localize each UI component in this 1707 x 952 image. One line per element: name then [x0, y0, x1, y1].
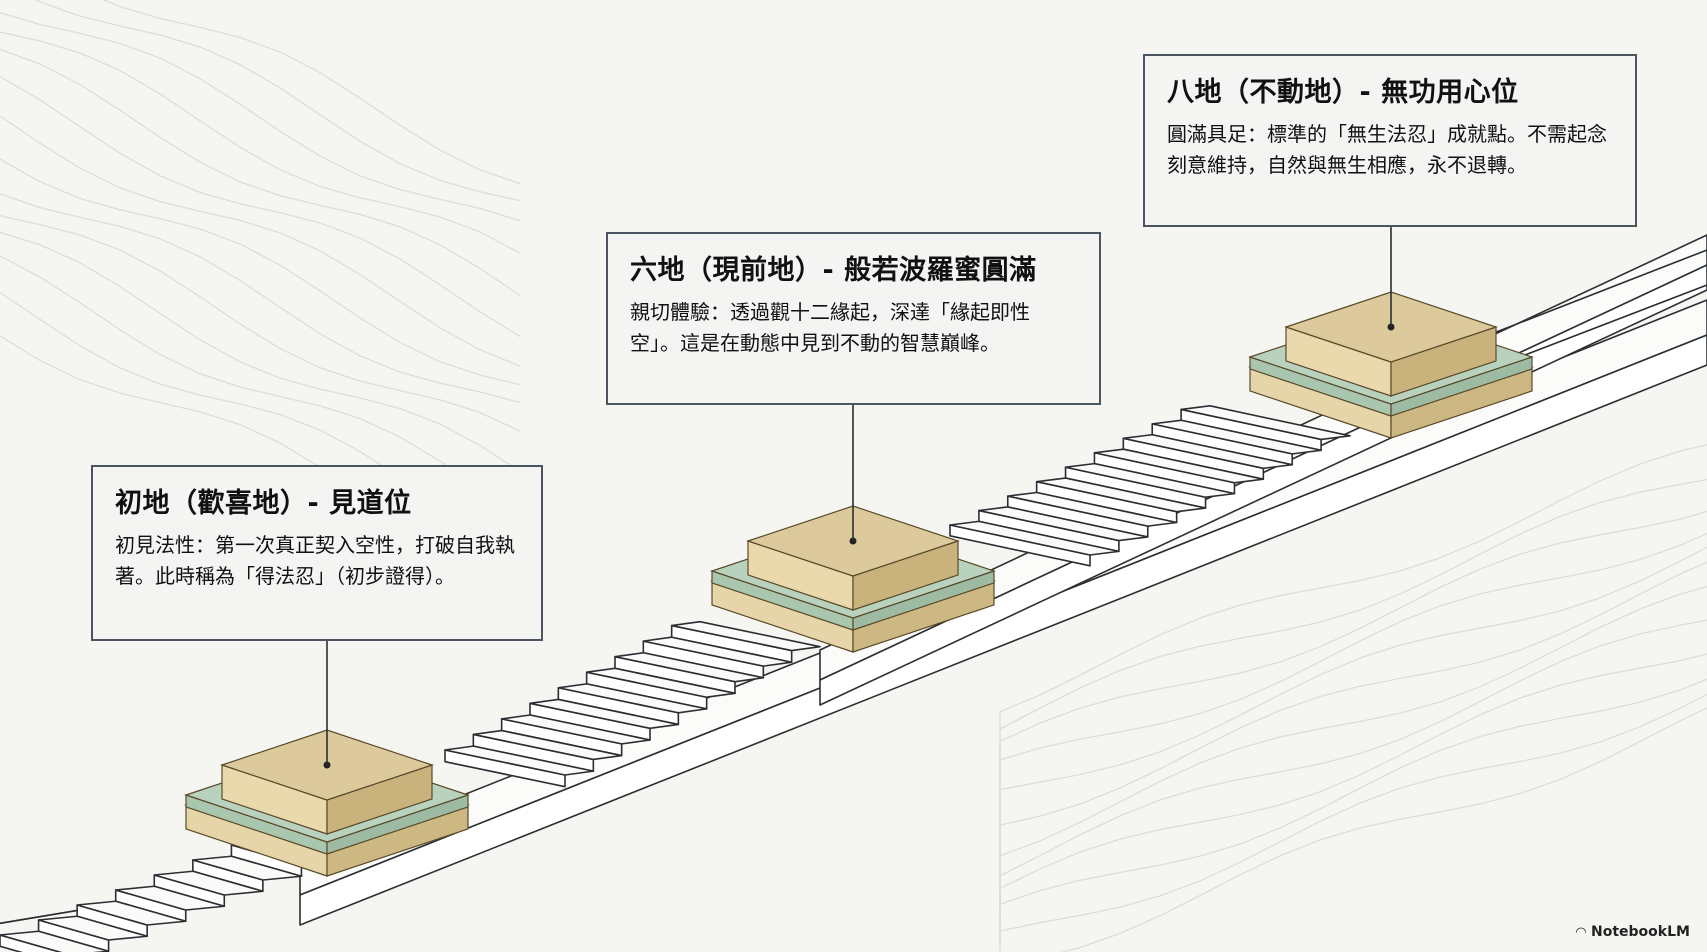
contour-line [0, 31, 521, 254]
stair-tread [0, 930, 110, 952]
contour-line [0, 255, 521, 515]
connectors [326, 226, 1392, 765]
stair-tread [444, 745, 595, 776]
stair-tread [1093, 448, 1265, 484]
stage-description: 初見法性：第一次真正契入空性，打破自我執著。此時稱為「得法忍」（初步證得）。 [115, 533, 515, 588]
stair-tread [1180, 405, 1351, 441]
stair-tread [557, 683, 708, 714]
contour-line [999, 478, 1707, 946]
notebooklm-logo-icon: ◠ [1576, 924, 1586, 940]
contour-line [0, 158, 521, 386]
contour-line [34, 0, 521, 202]
stair-tread [670, 620, 821, 652]
base-walkway-lower-side [299, 334, 1707, 926]
stair-tread [1006, 491, 1178, 527]
stage-description: 親切體驗：透過觀十二緣起，深達「緣起即性空」。這是在動態中見到不動的智慧巔峰。 [630, 300, 1030, 355]
contour-line [0, 193, 521, 404]
contour-line [999, 510, 1707, 940]
contour-line [102, 0, 521, 185]
stair-tread [500, 714, 651, 745]
stage-title: 初地（歡喜地）- 見道位 [115, 488, 412, 519]
contour-line [999, 678, 1707, 906]
stair-tread [1151, 419, 1322, 455]
stair-tread [614, 651, 765, 683]
stage-card-sixth-ground: 六地（現前地）- 般若波羅蜜圓滿 親切體驗：透過觀十二緣起，深達「緣起即性空」。… [606, 232, 1101, 405]
stair-tread [472, 729, 623, 761]
stage-card-first-ground: 初地（歡喜地）- 見道位 初見法性：第一次真正契入空性，打破自我執著。此時稱為「… [91, 465, 543, 641]
stair-tread [978, 506, 1149, 542]
contour-line [999, 561, 1707, 922]
contour-line [0, 12, 521, 222]
stair-tread [1122, 433, 1294, 470]
branding-label: NotebookLM [1591, 924, 1690, 940]
notebooklm-branding: ◠ NotebookLM [1576, 924, 1690, 940]
stair-tread [529, 698, 680, 730]
contour-line [0, 48, 521, 296]
contour-line [0, 231, 521, 472]
stair-tread [1035, 477, 1207, 513]
contour-line [999, 546, 1707, 928]
contour-line [0, 75, 521, 337]
stair-tread [585, 667, 736, 699]
contour-line [0, 115, 521, 367]
contour-line [0, 215, 521, 432]
stair-tread [1064, 462, 1236, 499]
platforms [184, 291, 1534, 877]
stage-title: 六地（現前地）- 般若波羅蜜圓滿 [630, 255, 1037, 286]
contour-line [999, 693, 1707, 932]
stage-description: 圓滿具足：標準的「無生法忍」成就點。不需起念刻意維持，自然與無生相應，永不退轉。 [1167, 122, 1607, 177]
contour-line [999, 707, 1707, 952]
contour-line [999, 619, 1707, 910]
stair-tread [949, 520, 1120, 556]
contour-line [999, 653, 1707, 904]
platform-1 [184, 729, 470, 877]
stair-tread [37, 915, 148, 941]
stage-card-eighth-ground: 八地（不動地）- 無功用心位 圓滿具足：標準的「無生法忍」成就點。不需起念刻意維… [1143, 54, 1637, 227]
platform-3 [1248, 291, 1534, 439]
contour-line [999, 444, 1707, 952]
contour-line [999, 586, 1707, 916]
stair-tread [642, 636, 793, 667]
stair-tread [76, 900, 187, 926]
stair-tread [153, 870, 264, 896]
stair-tread [114, 885, 226, 911]
stage-title: 八地（不動地）- 無功用心位 [1167, 77, 1519, 108]
contour-line [999, 532, 1707, 934]
stair-tread [192, 855, 303, 881]
